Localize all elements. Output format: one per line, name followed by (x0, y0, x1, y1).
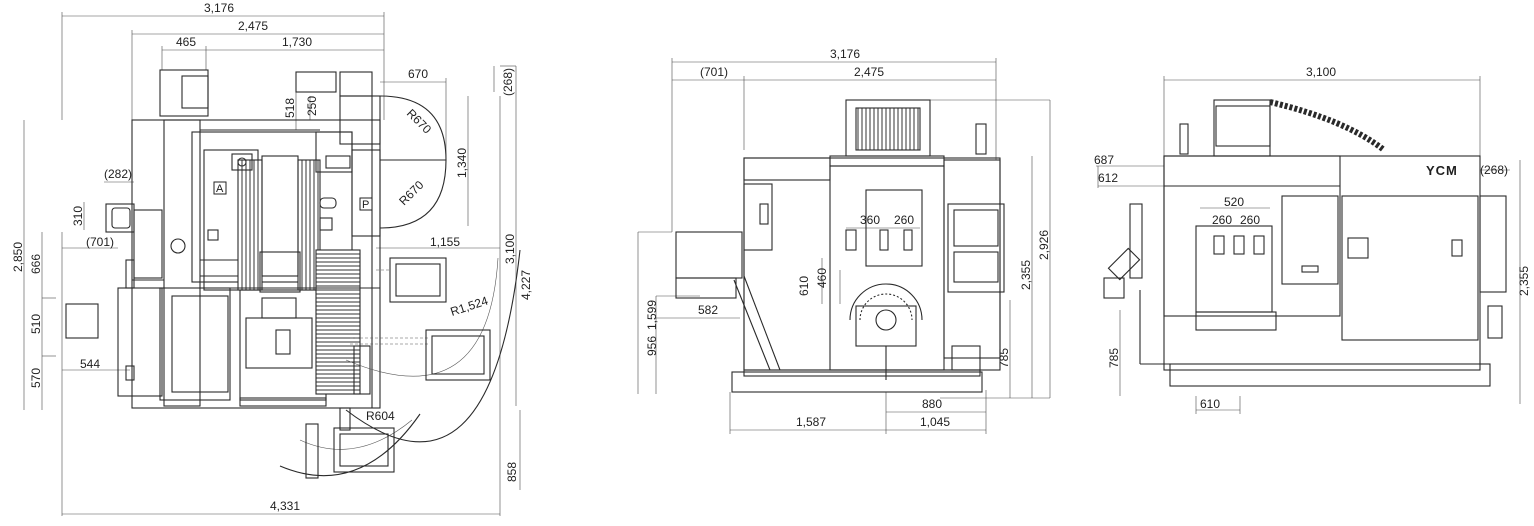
plan-dim-radius-small: R604 (366, 409, 395, 423)
side-brand-logo: YCM (1426, 163, 1458, 178)
plan-dim-1340: 1,340 (455, 148, 469, 178)
side-dim-260a: 260 (1212, 213, 1232, 227)
plan-top-dimension-lines (23, 12, 521, 516)
plan-dim-machine-width: 2,475 (238, 19, 268, 33)
front-dim-360: 360 (860, 213, 880, 227)
plan-label-p-box (359, 197, 373, 211)
plan-machine-body (65, 69, 381, 431)
plan-door-arcs (279, 95, 521, 477)
front-view: 3,176 (701) 2,475 360 260 610 460 1,599 … (637, 47, 1051, 434)
plan-dim-overall-depth: 4,331 (270, 499, 300, 513)
plan-dim-door-clear: 670 (408, 67, 428, 81)
plan-dim-radius-large: R1,524 (449, 293, 490, 318)
side-dim-687: 687 (1094, 153, 1114, 167)
front-dimension-lines (637, 58, 1051, 434)
front-dim-1599: 1,599 (645, 300, 659, 330)
plan-dim-701: (701) (86, 235, 114, 249)
side-dim-520: 520 (1224, 195, 1244, 209)
front-dim-machine-width: 2,475 (854, 65, 884, 79)
front-dim-2355: 2,355 (1019, 260, 1033, 290)
plan-dim-left-offset: 465 (176, 35, 196, 49)
front-dim-paren-701: (701) (700, 65, 728, 79)
front-dim-610: 610 (797, 276, 811, 296)
front-machine-body (675, 99, 1005, 393)
plan-dim-510: 510 (29, 314, 43, 334)
side-dim-785: 785 (1107, 348, 1121, 368)
plan-dim-858: 858 (505, 462, 519, 482)
plan-view: A P 3,176 2,475 465 1,730 670 (268) 518 … (11, 1, 533, 516)
front-dim-2926: 2,926 (1037, 230, 1051, 260)
plan-dim-518: 518 (283, 98, 297, 118)
plan-dim-250: 250 (305, 96, 319, 116)
plan-label-p: P (362, 199, 369, 211)
front-dim-880: 880 (922, 397, 942, 411)
plan-dim-2850: 2,850 (11, 242, 25, 272)
plan-dim-radius-lower: R670 (396, 178, 426, 208)
plan-label-a: A (216, 183, 224, 195)
plan-label-a-box (213, 181, 227, 195)
plan-dim-1155: 1,155 (430, 235, 460, 249)
plan-dim-right-part: 1,730 (282, 35, 312, 49)
front-dim-956: 956 (645, 336, 659, 356)
side-view: YCM 3,100 687 612 (268) 520 260 260 2,35… (1094, 65, 1531, 414)
front-dim-overall-width: 3,176 (830, 47, 860, 61)
side-dim-260b: 260 (1240, 213, 1260, 227)
side-dim-overall-width: 3,100 (1306, 65, 1336, 79)
plan-dim-310: 310 (71, 206, 85, 226)
plan-dim-top-paren: (268) (501, 68, 515, 96)
front-dim-460: 460 (815, 268, 829, 288)
side-dim-paren-268: (268) (1480, 163, 1508, 177)
plan-dim-4227: 4,227 (519, 270, 533, 300)
side-dim-612: 612 (1098, 171, 1118, 185)
plan-dim-overall-width: 3,176 (204, 1, 234, 15)
front-dim-582: 582 (698, 303, 718, 317)
plan-dim-radius-upper: R670 (404, 106, 434, 136)
front-dim-260: 260 (894, 213, 914, 227)
plan-peripheral-units (305, 257, 491, 479)
side-dim-2355: 2,355 (1517, 266, 1531, 296)
side-dimension-lines (1096, 76, 1521, 414)
front-dim-785: 785 (997, 348, 1011, 368)
plan-dim-570: 570 (29, 368, 43, 388)
front-dim-1045: 1,045 (920, 415, 950, 429)
plan-extension-lines (350, 269, 430, 345)
plan-dim-666: 666 (29, 254, 43, 274)
front-dim-1587: 1,587 (796, 415, 826, 429)
plan-dim-282: (282) (104, 167, 132, 181)
side-dim-610: 610 (1200, 397, 1220, 411)
side-machine-body (1103, 99, 1507, 387)
plan-dim-3100: 3,100 (503, 234, 517, 264)
plan-dim-544: 544 (80, 357, 100, 371)
